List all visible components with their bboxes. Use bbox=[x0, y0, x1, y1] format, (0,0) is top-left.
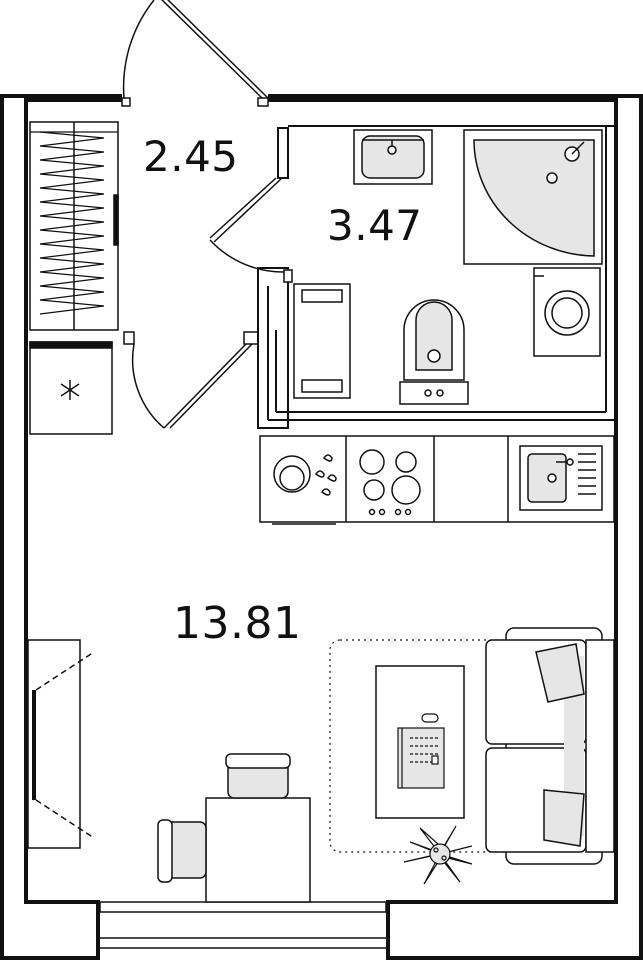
dishwasher-icon bbox=[273, 454, 337, 496]
rug bbox=[329, 639, 603, 853]
stove-icon bbox=[359, 449, 421, 516]
snowflake-icon bbox=[60, 380, 80, 400]
chair-icon bbox=[157, 753, 291, 883]
plant-icon bbox=[403, 825, 473, 885]
kitchen-sink-icon bbox=[519, 445, 603, 511]
window bbox=[99, 901, 387, 949]
wardrobe-hangers bbox=[30, 131, 118, 315]
sink-icon bbox=[353, 129, 433, 185]
entrance-door bbox=[121, 0, 269, 107]
hallway-area-label: 2.45 bbox=[143, 132, 239, 181]
washing-machine-icon bbox=[533, 267, 601, 357]
hall-door bbox=[123, 331, 259, 429]
coffee-table bbox=[375, 665, 465, 819]
electrical-panel bbox=[29, 341, 113, 435]
shower-icon bbox=[463, 129, 603, 265]
dining-table bbox=[205, 797, 311, 903]
living-room-area-label: 13.81 bbox=[173, 598, 302, 649]
sofa-icon bbox=[485, 627, 615, 865]
tv-icon bbox=[27, 639, 95, 849]
bathroom-area-label: 3.47 bbox=[327, 201, 423, 250]
bathroom-shelf bbox=[293, 283, 351, 399]
laptop-icon bbox=[397, 713, 445, 789]
toilet-icon bbox=[399, 299, 469, 405]
bathroom-walls bbox=[257, 125, 614, 429]
bathroom-door bbox=[209, 177, 293, 283]
